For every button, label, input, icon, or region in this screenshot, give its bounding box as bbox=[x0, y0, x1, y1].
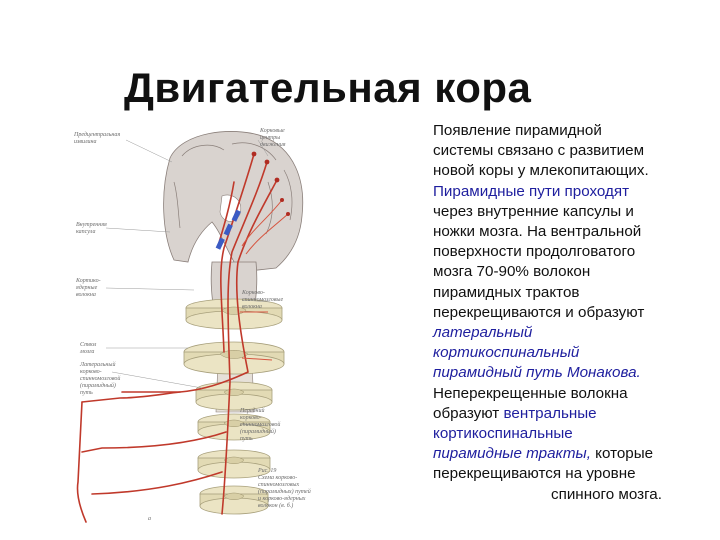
text-line-18: перекрещиваются на уровне bbox=[433, 465, 636, 483]
label-anterior-2: корково- bbox=[240, 415, 262, 421]
label-corticospinal-2: спинномозговые bbox=[242, 297, 283, 303]
label-anterior-4: (пирамидный) bbox=[240, 428, 276, 435]
text-line-19: спинного мозга. bbox=[551, 485, 662, 503]
label-stem-1: Ствол bbox=[80, 342, 97, 348]
caption-5: и корково-ядерных bbox=[258, 495, 306, 502]
text-line-9: пирамидных трактов bbox=[433, 283, 580, 301]
label-leaders bbox=[105, 139, 271, 427]
text-line-10: перекрещиваются и образуют bbox=[433, 303, 645, 321]
label-centers-1: Корковые bbox=[259, 128, 285, 134]
caption-6: волокон (в. б.) bbox=[258, 502, 293, 509]
label-lateral-5: путь bbox=[80, 390, 93, 396]
label-capsule-2: капсула bbox=[76, 229, 95, 235]
text-line-1: Появление пирамидной bbox=[433, 122, 602, 139]
text-line-5: через внутренние капсулы и bbox=[433, 202, 634, 220]
label-stem-2: мозга bbox=[79, 349, 94, 355]
text-line-15: образуют вентральные bbox=[433, 404, 711, 424]
label-anterior-1: Передний bbox=[239, 407, 265, 414]
caption-1: Рис. 19 bbox=[257, 468, 276, 474]
text-line-6: ножки мозга. На вентральной bbox=[433, 223, 642, 241]
internal-capsule-marks bbox=[215, 209, 241, 250]
neuron-bodies bbox=[251, 151, 290, 216]
text-line-14: Неперекрещенные волокна bbox=[433, 384, 628, 402]
figure-letter: а bbox=[148, 516, 151, 522]
caption-3: спинномозговых bbox=[258, 482, 299, 488]
pyramidal-tract-diagram: Предцентральная извилина Корковые центры… bbox=[62, 122, 362, 528]
text-line-8: мозга 70-90% волокон bbox=[433, 263, 591, 281]
description-text: Появление пирамидной системы связано с р… bbox=[433, 121, 711, 505]
label-anterior-3: спинномозговой bbox=[240, 421, 280, 428]
corticonuclear-fibers bbox=[240, 199, 289, 361]
text-line-12: кортикоспинальный bbox=[433, 344, 580, 362]
figure-labels: Предцентральная извилина Корковые центры… bbox=[73, 128, 311, 522]
text-line-17-accent: пирамидные тракты, bbox=[433, 445, 591, 463]
text-line-15-plain: образуют bbox=[433, 404, 504, 422]
text-line-17-plain: которые bbox=[590, 445, 654, 463]
pyramidal-tracts bbox=[76, 153, 278, 523]
caption-4: (пирамидных) путей bbox=[258, 488, 311, 495]
label-lateral-4: (пирамидный) bbox=[80, 382, 116, 389]
text-line-3: новой коры у млекопитающих. bbox=[433, 162, 649, 180]
label-corticonuclear-1: Кортико- bbox=[75, 278, 101, 284]
text-line-2: системы связано с развитием bbox=[433, 142, 645, 160]
text-line-15-accent: вентральные bbox=[503, 404, 597, 422]
label-lateral-2: корково- bbox=[80, 369, 102, 375]
label-centers-3: движения bbox=[260, 141, 286, 148]
label-lateral-1: Латеральный bbox=[79, 361, 115, 368]
label-lateral-3: спинномозговой bbox=[80, 375, 120, 382]
text-line-11: латеральный bbox=[433, 324, 533, 342]
text-line-4: Пирамидные пути проходят bbox=[433, 182, 630, 200]
slide-title: Двигательная кора bbox=[124, 64, 532, 111]
label-corticospinal-3: волокна bbox=[242, 304, 262, 310]
label-corticospinal-1: Корково- bbox=[241, 290, 265, 296]
label-corticonuclear-2: ядерные bbox=[75, 284, 98, 291]
label-anterior-5: путь bbox=[240, 436, 253, 442]
cortex-gyri bbox=[173, 142, 293, 235]
label-corticonuclear-3: волокна bbox=[76, 292, 96, 298]
text-line-17: пирамидные тракты, которые bbox=[433, 444, 711, 464]
label-capsule-1: Внутренняя bbox=[76, 222, 107, 228]
label-precentral-2: извилина bbox=[74, 139, 97, 145]
caption-2: Схема корково- bbox=[258, 475, 297, 481]
label-centers-2: центры bbox=[260, 135, 280, 141]
text-line-16: кортикоспинальные bbox=[433, 425, 573, 443]
text-line-7: поверхности продолговатого bbox=[433, 243, 636, 261]
label-precentral-1: Предцентральная bbox=[73, 131, 120, 138]
text-line-13: пирамидный путь Монакова. bbox=[433, 364, 641, 382]
